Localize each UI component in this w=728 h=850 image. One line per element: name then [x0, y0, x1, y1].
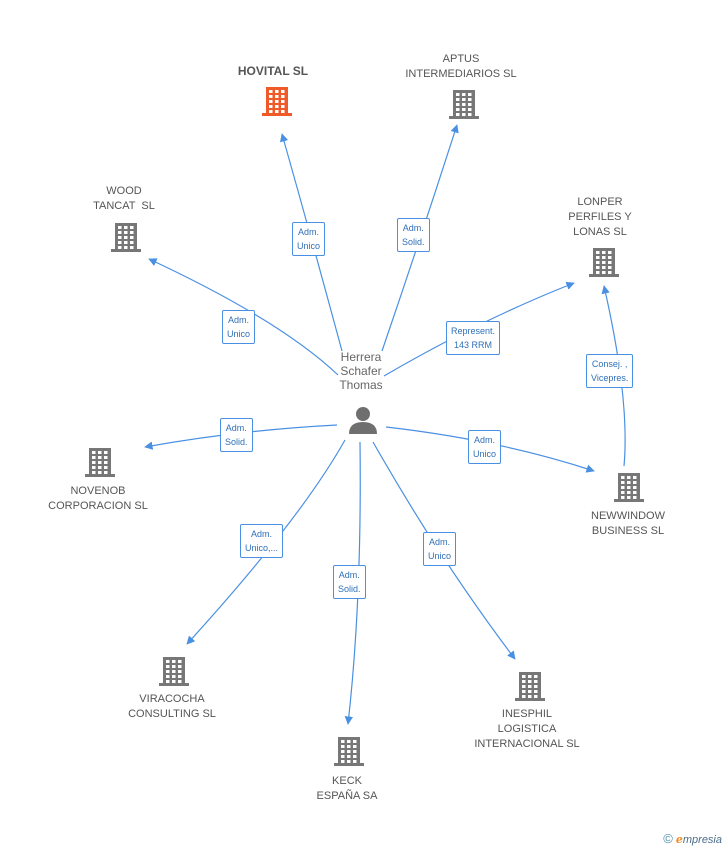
edge-label-lonper[interactable]: Represent. 143 RRM: [446, 321, 501, 355]
edge-label-wood[interactable]: Adm. Unico: [222, 310, 256, 344]
edge-newwindow-to-lonper: [601, 285, 626, 467]
footer: ©empresia: [663, 831, 722, 846]
company-label-viracocha[interactable]: VIRACOCHA CONSULTING SL: [128, 693, 216, 720]
edge-label-inesphil[interactable]: Adm. Unico: [423, 532, 457, 566]
company-label-lonper[interactable]: LONPER PERFILES Y LONAS SL: [568, 196, 632, 238]
building-icon-wood[interactable]: [111, 223, 141, 252]
company-label-aptus[interactable]: APTUS INTERMEDIARIOS SL: [405, 53, 517, 80]
edge-label-hovital[interactable]: Adm. Unico: [292, 222, 326, 256]
building-icon-novenob[interactable]: [85, 448, 115, 477]
building-icon-lonper[interactable]: [589, 248, 619, 277]
edge-label-keck[interactable]: Adm. Solid.: [333, 565, 366, 599]
building-icon-viracocha[interactable]: [159, 657, 189, 686]
company-label-inesphil[interactable]: INESPHIL LOGISTICA INTERNACIONAL SL: [474, 708, 580, 750]
company-label-keck[interactable]: KECK ESPAÑA SA: [316, 775, 378, 802]
edge-label-aptus[interactable]: Adm. Solid.: [397, 218, 430, 252]
person-name[interactable]: Herrera Schafer Thomas: [339, 350, 383, 392]
edge-label-viracocha[interactable]: Adm. Unico,...: [240, 524, 284, 558]
building-icon-keck[interactable]: [334, 737, 364, 766]
company-label-novenob[interactable]: NOVENOB CORPORACION SL: [48, 485, 148, 512]
edge-person-to-wood: [148, 258, 339, 376]
building-icon-inesphil[interactable]: [515, 672, 545, 701]
company-label-newwindow[interactable]: NEWWINDOW BUSINESS SL: [591, 510, 665, 537]
building-icon-aptus[interactable]: [449, 90, 479, 119]
edge-label-lonper[interactable]: Consej. , Vicepres.: [586, 354, 634, 388]
building-icon-newwindow[interactable]: [614, 473, 644, 502]
copyright-symbol: ©: [663, 831, 673, 846]
company-label-hovital[interactable]: HOVITAL SL: [237, 64, 309, 78]
building-icon-hovital[interactable]: [262, 87, 292, 116]
brand-logo-initial: e: [675, 833, 683, 846]
person-icon[interactable]: [349, 407, 377, 434]
company-label-wood[interactable]: WOOD TANCAT SL: [93, 185, 155, 212]
edge-label-newwindow[interactable]: Adm. Unico: [468, 430, 502, 464]
brand-name[interactable]: mpresia: [682, 834, 722, 846]
edge-label-novenob[interactable]: Adm. Solid.: [220, 418, 253, 452]
